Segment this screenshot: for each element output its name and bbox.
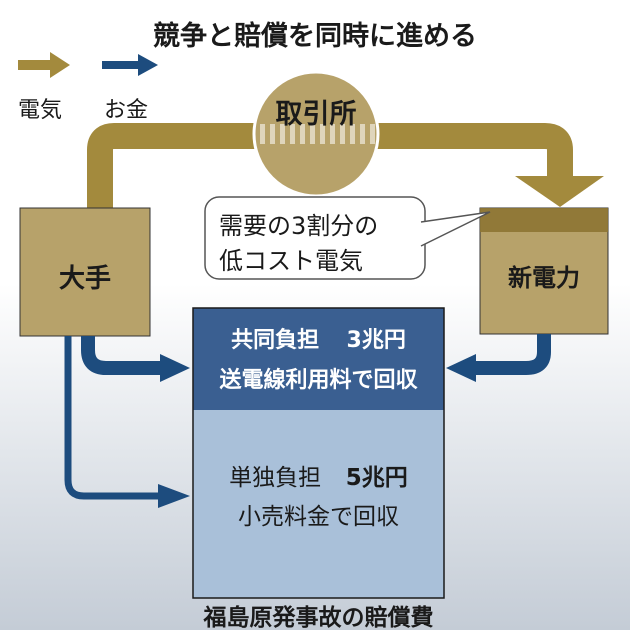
joint-burden-label: 共同負担 [231,328,320,353]
joint-burden-line-2: 送電線利用料で回収 [219,368,418,393]
exchange-label: 取引所 [275,99,357,130]
joint-burden-box [193,308,444,410]
legend-electricity-label: 電気 [18,98,63,123]
joint-burden-line-1: 共同負担 3兆円 [193,322,444,354]
diagram-caption: 福島原発事故の賠償費 [203,605,434,631]
legend-electricity-arrow-icon [18,52,70,78]
sole-burden-line-1: 単独負担 5兆円 [193,458,444,492]
sole-burden-label: 単独負担 [229,465,322,491]
exchange-node [252,70,380,198]
callout-line-1: 需要の3割分の [219,212,379,240]
money-arrow-newpower-to-joint [446,334,551,382]
callout-bubble [204,196,491,280]
joint-burden-amount: 3兆円 [346,328,406,353]
legend-money-label: お金 [104,98,149,123]
page-title: 競争と賠償を同時に進める [153,21,477,52]
sole-burden-line-2: 小売料金で回収 [238,504,399,530]
sole-burden-amount: 5兆円 [345,465,408,491]
money-arrow-major-to-sole [64,336,190,508]
legend-money-arrow-icon [102,54,158,76]
callout-line-2: 低コスト電気 [219,247,363,275]
electricity-arrowhead [515,176,604,207]
major-utility-label: 大手 [58,264,111,294]
new-power-label: 新電力 [508,264,580,292]
sole-burden-box [193,410,444,598]
major-utility-box [19,207,151,337]
money-arrow-major-to-joint [81,336,190,382]
